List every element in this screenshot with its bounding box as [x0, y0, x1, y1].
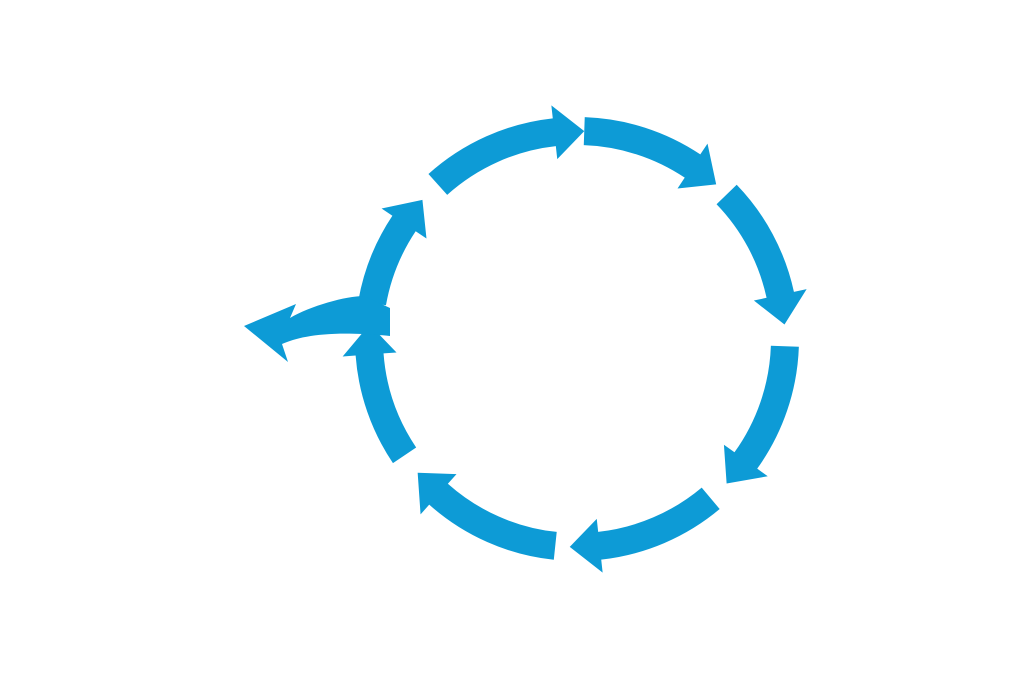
stage-product-design: Product Design	[324, 50, 502, 140]
stage-waste-disposal-label-line2: Disposal	[98, 359, 182, 384]
stage-product-design-label-line1: Product	[324, 50, 400, 75]
cycle-arrow-7	[358, 199, 427, 306]
cycle-arrow-3	[723, 345, 799, 484]
stage-administration-label-line1: Administration	[261, 587, 400, 612]
pencil-ruler-icon	[426, 104, 502, 140]
cycle-arrow-6	[342, 324, 417, 464]
center-title-line2: Analysis	[503, 353, 652, 397]
cycle-arrow-1	[583, 117, 717, 189]
folder-icon	[424, 588, 506, 642]
tree-icon	[642, 41, 730, 118]
stage-product-design-label-line2: Design	[332, 79, 400, 104]
stage-administration-label-line2: & Marketing	[283, 616, 400, 641]
recycle-icon	[306, 197, 354, 250]
stage-transport: Transport	[642, 566, 739, 645]
stage-usage-label: Usage	[268, 467, 332, 492]
stage-waste-disposal: Waste Disposal	[98, 317, 238, 386]
cycle-arrows	[244, 105, 807, 573]
stage-production: Production	[818, 178, 923, 295]
stage-transport-label: Transport	[646, 620, 739, 645]
cycle-arrow-8	[428, 105, 585, 195]
stage-recycling: Recycling	[197, 197, 354, 250]
stage-usage: Usage	[256, 416, 354, 492]
waste-disposal-branch-arrow	[244, 296, 390, 362]
stage-packaging-label: Packaging	[818, 468, 921, 493]
center-title-line1: Life Cycle	[489, 305, 665, 349]
truck-icon	[642, 566, 726, 615]
trash-icon	[204, 317, 238, 386]
box-icon	[830, 392, 894, 462]
stage-resources-label: Resources	[731, 91, 836, 116]
stage-production-label: Production	[818, 270, 923, 295]
cycle-arrow-5	[417, 472, 557, 560]
cycle-arrow-2	[716, 184, 807, 325]
stage-waste-disposal-label-line1: Waste	[147, 327, 209, 352]
cycle-arrow-4	[569, 487, 720, 573]
stage-administration: Administration & Marketing	[261, 587, 506, 642]
stage-resources: Resources	[642, 41, 836, 118]
stage-recycling-label: Recycling	[197, 220, 292, 245]
stage-packaging: Packaging	[818, 392, 921, 493]
car-icon	[256, 416, 354, 460]
factory-icon	[818, 178, 918, 258]
